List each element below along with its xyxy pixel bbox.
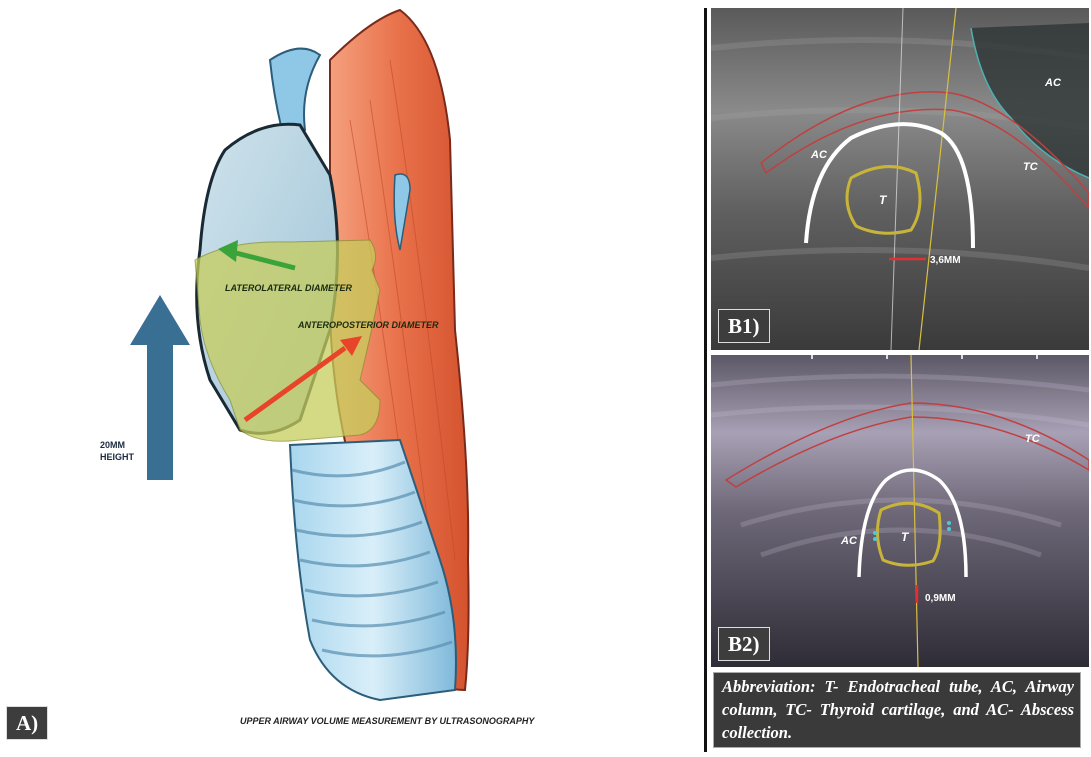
panel-b2-label: B2) [718, 627, 770, 661]
anatomy-illustration-panel: 20MM HEIGHT LATEROLATERAL DIAMETER ANTER… [0, 0, 700, 752]
panel-a-label: A) [6, 706, 48, 740]
larynx-illustration: 20MM HEIGHT LATEROLATERAL DIAMETER ANTER… [0, 0, 700, 752]
b2-measurement-value: 0,9MM [925, 593, 956, 604]
b2-ac-tag: AC [840, 535, 858, 547]
panel-divider [704, 8, 707, 752]
height-arrow [130, 295, 190, 480]
figure-caption: Abbreviation: T- Endotracheal tube, AC, … [713, 672, 1081, 748]
ultrasound-b1-panel: AC AC TC T 3,6MM [711, 8, 1089, 350]
ultrasound-b1-image: AC AC TC T 3,6MM [711, 8, 1089, 350]
b1-measurement-value: 3,6MM [930, 255, 961, 266]
ultrasound-b2-image: TC AC T 0,9MM [711, 355, 1089, 667]
b1-ac-top-tag: AC [1044, 77, 1062, 89]
ultrasound-b2-panel: TC AC T 0,9MM [711, 355, 1089, 667]
b2-tc-tag: TC [1025, 433, 1041, 445]
laterolateral-label: LATEROLATERAL DIAMETER [225, 283, 352, 293]
b1-tc-tag: TC [1023, 161, 1039, 173]
height-label-line2: HEIGHT [100, 452, 135, 462]
b1-ac-left-tag: AC [810, 149, 828, 161]
panel-b1-label: B1) [718, 309, 770, 343]
anteroposterior-label: ANTEROPOSTERIOR DIAMETER [297, 320, 439, 330]
figure-footer-title: UPPER AIRWAY VOLUME MEASUREMENT BY ULTRA… [240, 716, 535, 726]
height-label-line1: 20MM [100, 440, 125, 450]
